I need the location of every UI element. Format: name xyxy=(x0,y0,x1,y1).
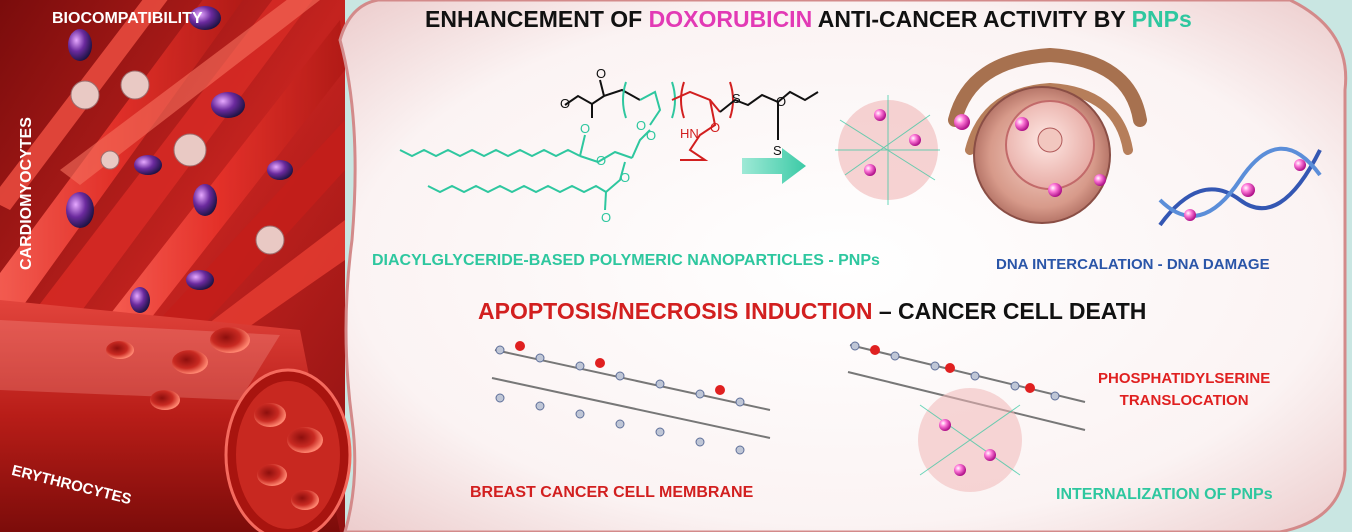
muscle-fibers xyxy=(0,0,345,345)
label-breast-cancer-membrane: BREAST CANCER CELL MEMBRANE xyxy=(470,484,754,501)
atom-o-acyl-2: O xyxy=(601,210,611,225)
atom-o-acyl-1: O xyxy=(580,121,590,136)
atom-o-ester-3: O xyxy=(620,170,630,185)
blood-vessel xyxy=(0,300,352,532)
cell-membrane-left xyxy=(491,341,771,455)
label-apoptosis-rest: – CANCER CELL DEATH xyxy=(872,298,1147,324)
title-carrier: PNPs xyxy=(1131,6,1192,32)
label-dna-intercalation: DNA INTERCALATION - DNA DAMAGE xyxy=(996,256,1270,273)
title-part2: ANTI-CANCER ACTIVITY BY xyxy=(812,6,1132,32)
label-phosphatidylserine: PHOSPHATIDYLSERINE TRANSLOCATION xyxy=(1098,368,1270,412)
title-drug: DOXORUBICIN xyxy=(648,6,813,32)
label-internalization: INTERNALIZATION OF PNPs xyxy=(1056,486,1273,503)
label-apoptosis-red: APOPTOSIS/NECROSIS INDUCTION xyxy=(478,298,873,324)
atom-o-carbonyl-1: O xyxy=(596,66,606,81)
acyl-chain-2 xyxy=(427,184,607,194)
atom-o-ester-5: O xyxy=(636,118,646,133)
label-ps-line1: PHOSPHATIDYLSERINE xyxy=(1098,370,1271,387)
atom-o-ester-1: O xyxy=(560,96,570,111)
label-apoptosis: APOPTOSIS/NECROSIS INDUCTION – CANCER CE… xyxy=(478,298,1146,325)
label-cardiomyocytes: CARDIOMYOCYTES xyxy=(18,117,35,270)
atom-s-1: S xyxy=(732,91,741,106)
atom-o-ester-4: O xyxy=(646,128,656,143)
atom-s-2: S xyxy=(773,143,782,158)
dna-helix xyxy=(1158,146,1322,227)
nanoparticle xyxy=(835,95,940,205)
atom-o-amide: O xyxy=(710,120,720,135)
page-title: ENHANCEMENT OF DOXORUBICIN ANTI-CANCER A… xyxy=(425,6,1192,33)
atom-o-xanthate: O xyxy=(776,94,786,109)
cell-membrane-right xyxy=(847,341,1086,492)
atom-hn: HN xyxy=(680,126,699,141)
acyl-chain-1 xyxy=(399,148,581,158)
title-part1: ENHANCEMENT OF xyxy=(425,6,649,32)
biological-panel xyxy=(0,0,352,532)
label-ps-line2: TRANSLOCATION xyxy=(1119,392,1249,409)
atom-o-ester-2: O xyxy=(596,153,606,168)
label-biocompatibility: BIOCOMPATIBILITY xyxy=(52,10,203,27)
reaction-arrow xyxy=(742,148,806,184)
label-pnp: DIACYLGLYCERIDE-BASED POLYMERIC NANOPART… xyxy=(372,252,880,269)
drug-orbs xyxy=(66,6,293,313)
chemical-structure xyxy=(399,79,819,211)
cancer-cell xyxy=(948,47,1147,224)
structure-atom-labels: O O O O O O O O HN O S O S xyxy=(560,66,786,225)
